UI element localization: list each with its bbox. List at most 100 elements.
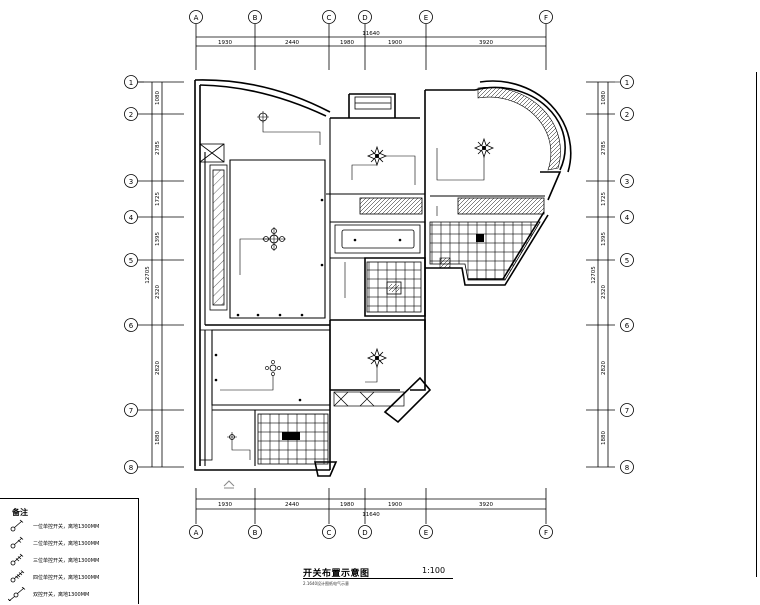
grid-label-bottom-e: E (424, 529, 428, 537)
grid-label-top-e: E (424, 14, 428, 22)
grid-bubble-left-6 (124, 318, 138, 332)
left-dim-2: 2785 (155, 141, 161, 155)
grid-label-top-f: F (544, 14, 548, 22)
right-dim-4: 1395 (601, 232, 607, 246)
grid-label-left-5: 5 (129, 257, 133, 265)
top-dim-2: 2440 (285, 40, 299, 46)
top-dim-5: 3920 (479, 40, 493, 46)
grid-label-top-b: B (253, 14, 258, 22)
grid-label-left-8: 8 (129, 464, 133, 472)
ceiling-lamp-bedroom-1 (367, 146, 387, 166)
wardrobe-band-2 (457, 197, 545, 215)
single-switch-icon (10, 519, 24, 532)
grid-bubble-right-7 (620, 403, 634, 417)
legend-item-4: 四位单控开关，离地1300MM (8, 570, 99, 584)
grid-label-bottom-b: B (253, 529, 258, 537)
grid-bubble-top-d (358, 10, 372, 24)
entrance-arrow-icon (223, 480, 235, 489)
drawing-subtitle: 2.1640设计图纸电气示意 (303, 581, 349, 586)
ceiling-lamp-bedroom-2 (474, 138, 494, 158)
grid-label-right-5: 5 (625, 257, 629, 265)
dual-control-switch-icon (8, 587, 26, 601)
bottom-dim-5: 3920 (479, 502, 493, 508)
left-dim-total: 12705 (145, 266, 151, 284)
grid-bubble-left-4 (124, 210, 138, 224)
grid-label-top-c: C (327, 14, 332, 22)
grid-label-right-6: 6 (625, 322, 630, 330)
grid-bubble-top-b (248, 10, 262, 24)
ceiling-lamp-bedroom-3 (367, 348, 387, 368)
grid-bubble-bottom-c (322, 525, 336, 539)
left-dim-6: 2820 (155, 361, 161, 375)
bottom-dim-1: 1930 (218, 502, 232, 508)
top-dim-total: 11640 (362, 31, 380, 37)
wall-light-markers (214, 198, 402, 402)
right-dim-6: 2820 (601, 361, 607, 375)
drawing-title: 开关布置示意图 (303, 569, 370, 579)
grid-label-top-d: D (362, 14, 367, 22)
grid-label-top-a: A (194, 14, 199, 22)
grid-bubble-bottom-a (189, 525, 203, 539)
title-underline (303, 578, 453, 579)
grid-bubble-bottom-d (358, 525, 372, 539)
grid-label-right-4: 4 (625, 214, 630, 222)
grid-bubble-top-f (539, 10, 553, 24)
grid-label-right-1: 1 (625, 79, 629, 87)
legend-item-2-label: 二位单控开关，离地1300MM (33, 540, 100, 547)
grid-bubble-right-8 (620, 460, 634, 474)
grid-bubble-bottom-e (419, 525, 433, 539)
top-dim-4: 1900 (388, 40, 402, 46)
drawing-title-block: 开关布置示意图 (303, 566, 370, 579)
grid-bubble-right-1 (620, 75, 634, 89)
legend-item-1-label: 一位单控开关，离地1300MM (33, 523, 100, 530)
bottom-dim-total: 11640 (362, 512, 380, 518)
grid-label-left-3: 3 (129, 178, 133, 186)
bottom-dimension-line (195, 488, 547, 524)
right-dimension-line (586, 81, 615, 468)
interior-walls (204, 118, 545, 466)
legend-item-1: 一位单控开关，离地1300MM (8, 519, 99, 533)
grid-bubble-left-2 (124, 107, 138, 121)
grid-label-left-1: 1 (129, 79, 133, 87)
right-dim-7: 1880 (601, 431, 607, 445)
double-switch-icon (10, 536, 24, 549)
left-dim-1: 1080 (155, 91, 161, 105)
bottom-dim-3: 1980 (340, 502, 354, 508)
right-dim-total: 12705 (591, 266, 597, 284)
grid-label-left-4: 4 (129, 214, 134, 222)
grid-bubble-right-6 (620, 318, 634, 332)
grid-label-right-7: 7 (625, 407, 629, 415)
grid-label-left-6: 6 (129, 322, 134, 330)
grid-label-right-3: 3 (625, 178, 629, 186)
bottom-dim-4: 1900 (388, 502, 402, 508)
grid-bubble-left-5 (124, 253, 138, 267)
drawing-subtitle-block: 2.1640设计图纸电气示意 (303, 580, 349, 587)
ceiling-lamp-dining (265, 360, 281, 376)
right-dim-3: 1725 (601, 192, 607, 206)
wardrobe-band-1 (359, 197, 423, 215)
legend-item-5: 双控开关，离地1300MM (8, 587, 89, 601)
sheet-border-right (756, 72, 757, 577)
legend-panel: 备注 一位单控开关，离地1300MM 二位单控开关，离地1300MM 三位单控开… (0, 498, 139, 604)
top-dim-3: 1980 (340, 40, 354, 46)
grid-bubble-left-3 (124, 174, 138, 188)
grid-bubble-right-5 (620, 253, 634, 267)
grid-bubble-top-e (419, 10, 433, 24)
legend-item-4-label: 四位单控开关，离地1300MM (33, 574, 100, 581)
top-dimension-line (195, 24, 547, 70)
grid-bubble-right-4 (620, 210, 634, 224)
triple-switch-icon (10, 553, 24, 566)
grid-bubble-right-2 (620, 107, 634, 121)
grid-bubble-top-c (322, 10, 336, 24)
bathroom-tile-floor-3 (429, 221, 541, 281)
grid-bubble-bottom-f (539, 525, 553, 539)
grid-bubble-left-8 (124, 460, 138, 474)
curved-window-seat (477, 87, 561, 171)
cabinetry (199, 96, 421, 461)
quad-switch-icon (10, 570, 25, 583)
grid-label-bottom-f: F (544, 529, 548, 537)
legend-item-5-label: 双控开关，离地1300MM (33, 591, 90, 598)
legend-item-2: 二位单控开关，离地1300MM (8, 536, 99, 550)
ceiling-lamp-study (227, 432, 237, 442)
